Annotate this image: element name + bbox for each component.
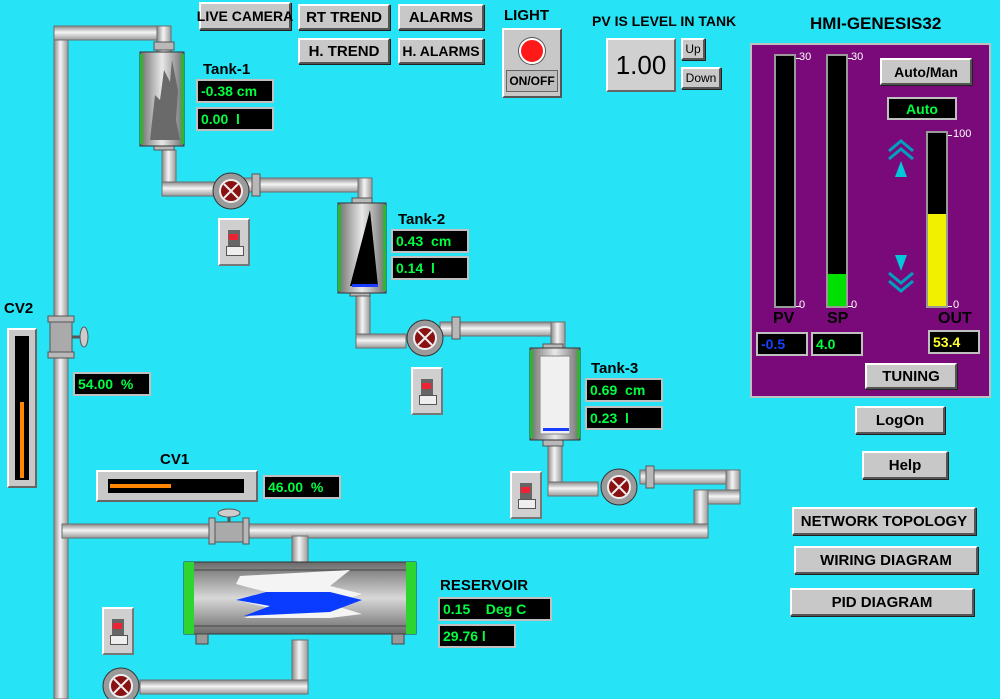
reservoir-label: RESERVOIR [440,577,529,594]
tank-1-label: Tank-1 [203,61,251,78]
h-trend-button[interactable]: H. TREND [298,38,390,64]
wiring-diagram-button[interactable]: WIRING DIAGRAM [794,546,978,574]
pump-4 [102,667,140,699]
cv1-label: CV1 [160,451,190,468]
cv2-gauge-fill [20,402,24,478]
pv-value-display: -0.5 [756,332,808,356]
reservoir-vessel [183,561,417,645]
pv-select-label: PV IS LEVEL IN TANK [592,13,737,29]
tuning-button[interactable]: TUNING [865,363,957,389]
out-bar [926,131,948,308]
help-button[interactable]: Help [862,451,948,479]
tank-2-level-display: 0.43 cm [391,229,469,253]
sp-bar [826,54,848,308]
pump-3-switch[interactable] [510,471,542,519]
pv-down-button[interactable]: Down [681,67,721,89]
pump-4-switch[interactable] [102,607,134,655]
cv1-gauge [96,470,258,502]
tank-3-label: Tank-3 [591,360,639,377]
pv-label: PV [773,310,795,327]
sp-value-display: 4.0 [811,332,863,356]
pump-2-switch[interactable] [411,367,443,415]
light-toggle-label: ON/OFF [506,70,558,92]
tank-3-volume-display: 0.23 l [585,406,663,430]
light-indicator-icon [519,38,545,64]
tank-3-vessel [529,347,581,441]
live-camera-button[interactable]: LIVE CAMERA [197,2,293,30]
cv1-value-display: 46.00 % [263,475,341,499]
pv-min-tick: 0 [799,299,806,311]
tank-3-level-display: 0.69 cm [585,378,663,402]
cv2-valve-body [49,321,89,353]
cv1-gauge-fill [110,484,171,488]
out-bar-fill [928,213,946,306]
cv2-value-display: 54.00 % [73,372,151,396]
output-decrease-icon[interactable] [886,251,916,295]
sp-min-tick: 0 [851,299,858,311]
tank-2-label: Tank-2 [398,211,446,228]
sp-max-tick: 30 [851,51,864,63]
reservoir-volume-display: 29.76 l [438,624,516,648]
tank-1-volume-display: 0.00 l [196,107,274,131]
auto-man-button[interactable]: Auto/Man [880,58,972,85]
pv-up-button[interactable]: Up [681,38,705,60]
out-value-display: 53.4 [928,330,980,354]
rt-trend-button[interactable]: RT TREND [298,4,390,30]
tank-2-volume-display: 0.14 l [391,256,469,280]
pump-2 [406,319,444,357]
out-min-tick: 0 [953,299,960,311]
pv-max-tick: 30 [799,51,812,63]
h-alarms-button[interactable]: H. ALARMS [398,38,484,64]
sp-label: SP [827,310,849,327]
reservoir-temperature-display: 0.15 Deg C [438,597,552,621]
logon-button[interactable]: LogOn [855,406,945,434]
tank-1-level-display: -0.38 cm [196,79,274,103]
pv-tank-number: 1.00 [606,38,676,92]
alarms-button[interactable]: ALARMS [398,4,484,30]
tank-2-vessel [337,202,387,294]
pv-bar [774,54,796,308]
pump-1 [212,172,250,210]
app-title: HMI-GENESIS32 [810,14,942,33]
pump-1-switch[interactable] [218,218,250,266]
sp-bar-fill [828,273,846,306]
out-label: OUT [938,310,972,327]
cv1-valve-body [214,508,244,543]
cv2-label: CV2 [4,300,34,317]
cv2-gauge [7,328,37,488]
out-max-tick: 100 [953,128,972,140]
light-toggle[interactable]: ON/OFF [502,28,562,98]
pid-controller-panel: 30 0 30 0 Auto/Man Auto 100 0 PV SP OUT [750,43,991,398]
controller-mode-display: Auto [887,97,957,120]
light-label: LIGHT [504,7,549,24]
tank-1-vessel [139,51,185,147]
output-increase-icon[interactable] [886,137,916,181]
pump-3 [600,468,638,506]
pid-diagram-button[interactable]: PID DIAGRAM [790,588,974,616]
network-topology-button[interactable]: NETWORK TOPOLOGY [792,507,976,535]
